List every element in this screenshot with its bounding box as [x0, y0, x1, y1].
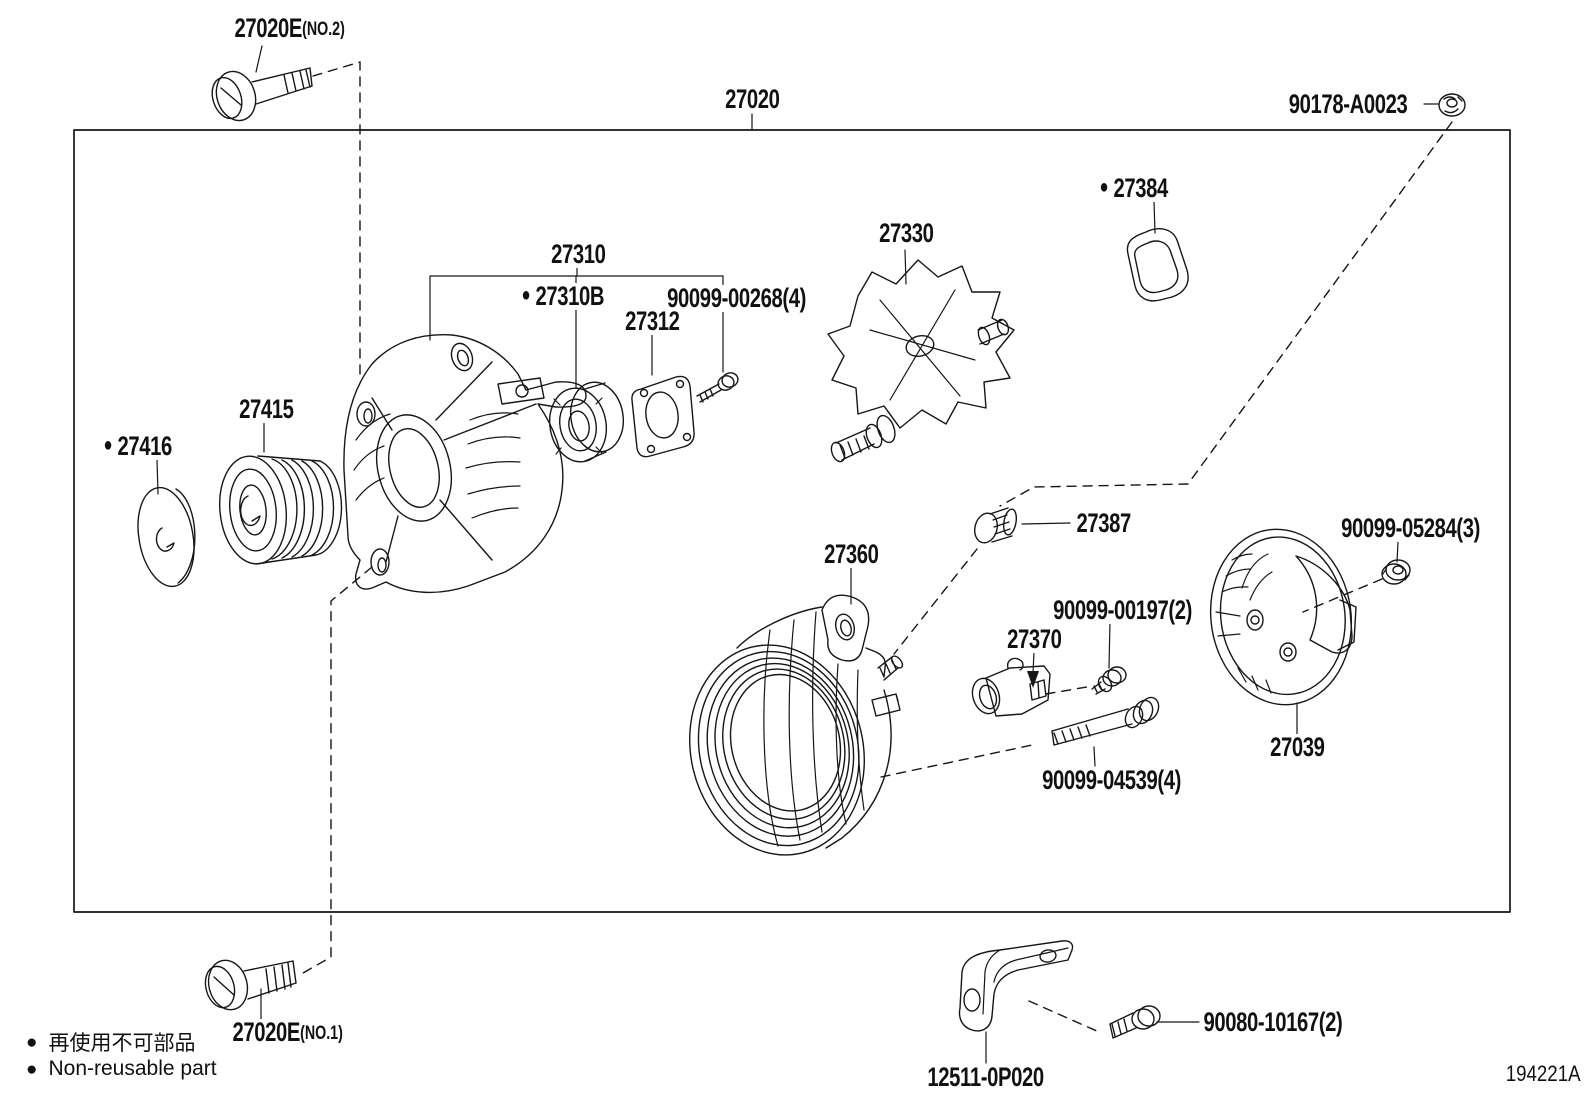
pulley-27415-drawing [215, 453, 342, 567]
part-number: 27330 [878, 218, 934, 248]
nut-90099-05284-drawing [1382, 560, 1410, 584]
non-reusable-icon: ● [1099, 176, 1109, 198]
legend-en-text: Non-reusable part [48, 1057, 217, 1080]
part-number: 27312 [624, 306, 680, 336]
bolt-90080-drawing [1110, 1006, 1160, 1038]
leader-lines [157, 46, 1438, 1063]
part-number: 27020 [724, 84, 780, 114]
part-number-suffix: (NO.2) [302, 19, 345, 40]
part-number: 27384 [1113, 173, 1168, 203]
rotor-27330-drawing [828, 260, 1014, 463]
part-number: 27416 [117, 431, 172, 461]
bolt-27020e-no1-drawing [201, 956, 296, 1014]
bearing-27310b-drawing [544, 378, 629, 466]
connector-27370-drawing [968, 658, 1050, 717]
legend-jp-text: 再使用不可部品 [48, 1032, 196, 1055]
nut-90178-drawing [1439, 94, 1465, 116]
part-number: 90099-05284(3) [1341, 513, 1481, 543]
cap-27416-drawing [131, 483, 202, 591]
part-number: 27020E [234, 13, 303, 43]
legend-en: ● Non-reusable part [26, 1057, 217, 1081]
bolt-90099-00268-drawing [697, 371, 740, 402]
part-number: 27360 [823, 539, 879, 569]
dashed-links [303, 62, 1452, 1032]
frame-27310-drawing [344, 335, 586, 593]
bolt-27020e-no2-drawing [207, 66, 312, 125]
cover-27039-drawing [1199, 520, 1362, 714]
non-reusable-icon: ● [26, 1031, 38, 1053]
part-number: 27387 [1076, 508, 1132, 538]
part-number: 27310B [535, 281, 605, 311]
part-number: 27020E [232, 1017, 301, 1047]
part-number: 90099-00197(2) [1053, 595, 1193, 625]
part-number: 90099-04539(4) [1042, 765, 1182, 795]
part-number: 90099-00268(4) [667, 283, 807, 313]
part-number: 27415 [238, 394, 294, 424]
part-number: 27370 [1006, 624, 1062, 654]
plug-27387-drawing [971, 508, 1018, 545]
part-number: 12511-0P020 [927, 1062, 1045, 1092]
retainer-27312-drawing [632, 376, 694, 456]
non-reusable-icon: ● [103, 434, 113, 456]
bracket-12511-drawing [960, 941, 1073, 1031]
non-reusable-icon: ● [26, 1058, 38, 1080]
diagram-border [74, 130, 1510, 912]
part-number: 27310 [550, 239, 606, 269]
bolt-90099-00197-drawing [1092, 667, 1126, 694]
part-number-suffix: (NO.1) [300, 1023, 343, 1044]
part-number: 90178-A0023 [1288, 89, 1408, 119]
housing-27360-drawing [668, 595, 905, 873]
part-number: 90080-10167(2) [1203, 1007, 1343, 1037]
part-number: 27039 [1269, 732, 1325, 762]
seal-27384-drawing [1127, 229, 1188, 301]
legend-jp: ● 再使用不可部品 [26, 1027, 195, 1057]
non-reusable-icon: ● [521, 284, 531, 306]
bolt-90099-04539-drawing [1052, 694, 1162, 745]
drawing-code-text: 194221A [1505, 1061, 1581, 1086]
